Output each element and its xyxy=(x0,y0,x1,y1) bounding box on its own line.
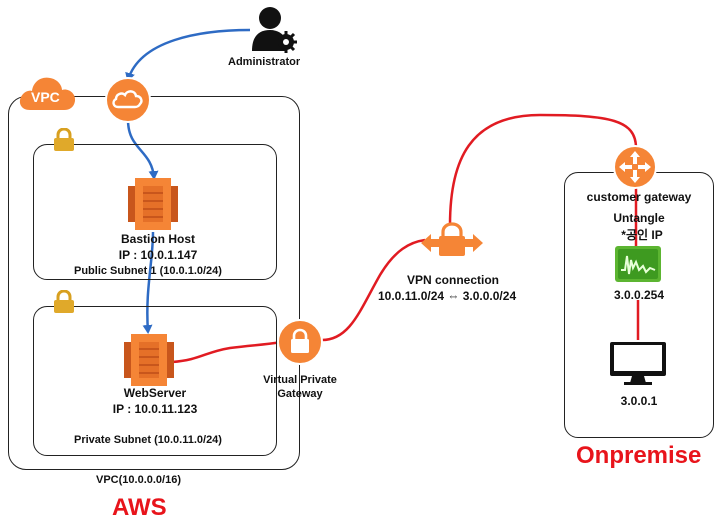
vpc-badge-label: VPC xyxy=(31,89,60,105)
admin-to-gateway-link xyxy=(125,28,251,82)
bastion-host-ec2-icon xyxy=(128,178,178,230)
public-subnet-lock-icon xyxy=(54,128,74,151)
internet-gateway-icon xyxy=(105,77,151,123)
client-monitor-icon xyxy=(610,342,666,385)
bastion-to-webserver-link xyxy=(142,231,155,334)
vgw-to-vpn-link xyxy=(321,238,426,342)
vgw-label-line2: Gateway xyxy=(277,388,323,400)
untangle-appliance-icon xyxy=(615,246,661,282)
webserver-name: WebServer xyxy=(123,386,187,400)
administrator-icon xyxy=(252,7,297,53)
onpremise-label: Onpremise xyxy=(576,442,702,469)
untangle-ip: 3.0.0.254 xyxy=(613,288,665,302)
bastion-host-name: Bastion Host xyxy=(120,232,195,246)
vpc-cidr-label: VPC(10.0.0.0/16) xyxy=(96,474,181,486)
administrator-label: Administrator xyxy=(228,56,301,68)
private-subnet-lock-icon xyxy=(54,290,74,313)
public-ip-note: *공인 IP xyxy=(621,228,663,242)
vpn-to-cgw-link xyxy=(448,113,638,226)
vpn-connection-icon xyxy=(421,222,483,256)
webserver-ec2-icon xyxy=(124,334,174,386)
virtual-private-gateway-icon xyxy=(277,319,323,365)
private-subnet-label: Private Subnet (10.0.11.0/24) xyxy=(74,434,222,446)
vpn-title: VPN connection xyxy=(407,273,500,287)
vpc-container xyxy=(8,96,300,470)
gateway-to-bastion-link xyxy=(126,119,159,180)
public-subnet-label: Public Subnet 1 (10.0.1.0/24) xyxy=(74,265,222,277)
webserver-to-vgw-link xyxy=(171,340,283,364)
aws-label: AWS xyxy=(112,494,167,521)
vgw-label-line1: Virtual Private xyxy=(263,374,337,386)
public-subnet-box xyxy=(33,144,277,280)
client-ip: 3.0.0.1 xyxy=(620,394,658,408)
vpc-cloud-icon xyxy=(19,77,76,110)
vpn-route: 10.0.11.0/24 ⇔ 3.0.0.0/24 xyxy=(378,289,517,303)
untangle-label: Untangle xyxy=(613,211,665,225)
bastion-host-ip: IP : 10.0.1.147 xyxy=(118,248,198,262)
webserver-ip: IP : 10.0.11.123 xyxy=(112,402,198,416)
customer-gateway-label: customer gateway xyxy=(586,190,692,204)
private-subnet-box xyxy=(33,306,277,456)
customer-gateway-router-icon xyxy=(613,145,657,189)
